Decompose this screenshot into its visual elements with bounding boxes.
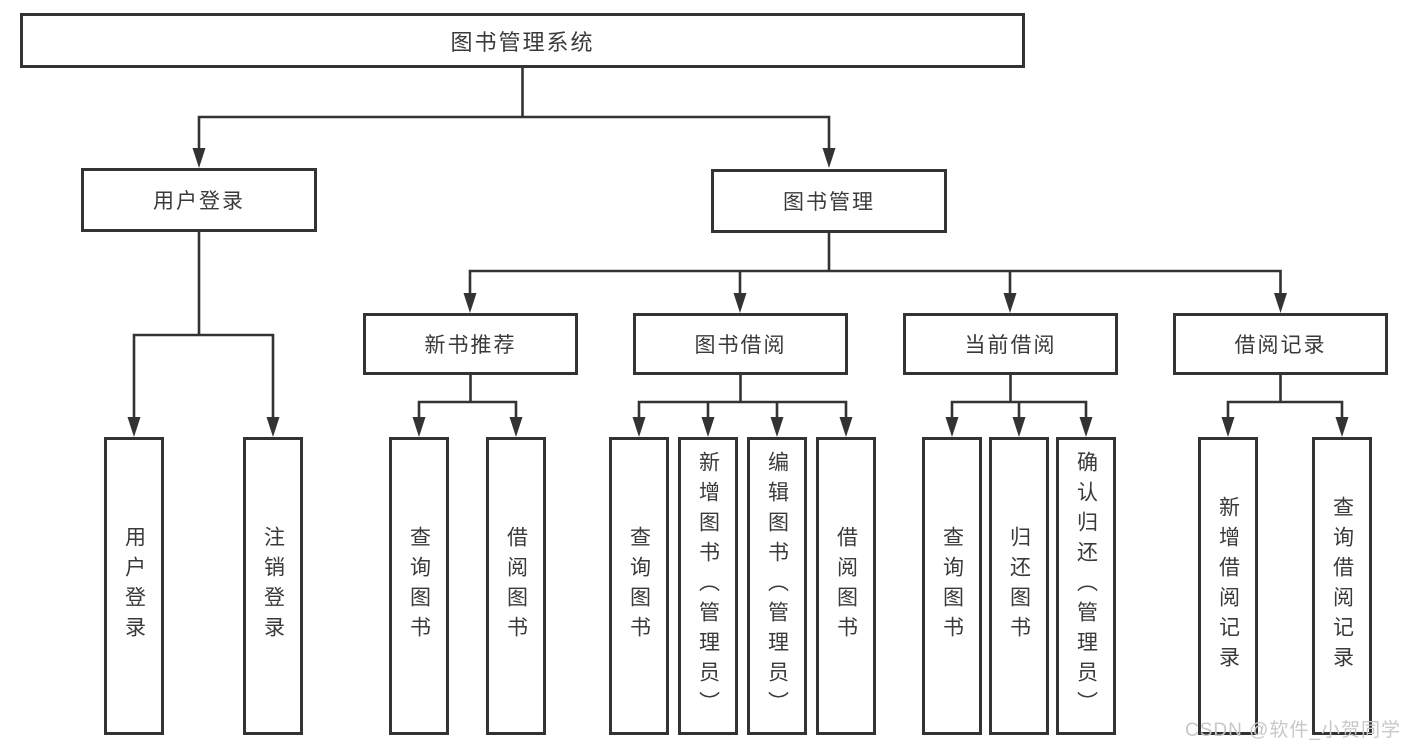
- leaf-borrow-books-2: 借阅图书: [816, 437, 876, 735]
- leaf-label: 查询图书: [627, 526, 651, 646]
- leaf-label: 用户登录: [122, 526, 146, 646]
- leaf-label: 查询借阅记录: [1330, 496, 1354, 676]
- node-current-borrow: 当前借阅: [903, 313, 1118, 375]
- node-label: 新书推荐: [424, 334, 517, 357]
- leaf-label: 借阅图书: [504, 526, 528, 646]
- leaf-label: 确认归还（管理员）: [1074, 451, 1098, 721]
- leaf-borrow-books-1: 借阅图书: [486, 437, 546, 735]
- leaf-confirm-return-admin: 确认归还（管理员）: [1056, 437, 1116, 735]
- node-book-borrow: 图书借阅: [633, 313, 848, 375]
- leaf-query-books-3: 查询图书: [922, 437, 982, 735]
- leaf-add-book-admin: 新增图书（管理员）: [678, 437, 738, 735]
- leaf-label: 归还图书: [1007, 526, 1031, 646]
- csdn-watermark: CSDN @软件_小贺同学: [1185, 720, 1401, 741]
- leaf-logout: 注销登录: [243, 437, 303, 735]
- node-label: 当前借阅: [964, 334, 1057, 357]
- leaf-label: 借阅图书: [834, 526, 858, 646]
- node-label: 借阅记录: [1234, 334, 1327, 357]
- leaf-user-login: 用户登录: [104, 437, 164, 735]
- leaf-label: 编辑图书（管理员）: [765, 451, 789, 721]
- node-label: 图书管理: [783, 191, 875, 214]
- leaf-label: 查询图书: [407, 526, 431, 646]
- leaf-label: 注销登录: [261, 526, 285, 646]
- node-root: 图书管理系统: [20, 13, 1025, 68]
- leaf-edit-book-admin: 编辑图书（管理员）: [747, 437, 807, 735]
- root-label: 图书管理系统: [450, 29, 595, 55]
- leaf-return-book: 归还图书: [989, 437, 1049, 735]
- leaf-query-books-1: 查询图书: [389, 437, 449, 735]
- leaf-label: 新增图书（管理员）: [696, 451, 720, 721]
- leaf-add-borrow-record: 新增借阅记录: [1198, 437, 1258, 735]
- leaf-query-borrow-record: 查询借阅记录: [1312, 437, 1372, 735]
- leaf-label: 查询图书: [940, 526, 964, 646]
- node-label: 图书借阅: [694, 334, 787, 357]
- node-book-management: 图书管理: [711, 169, 947, 233]
- node-user-login: 用户登录: [81, 168, 317, 232]
- leaf-label: 新增借阅记录: [1216, 496, 1240, 676]
- leaf-query-books-2: 查询图书: [609, 437, 669, 735]
- node-borrow-records: 借阅记录: [1173, 313, 1388, 375]
- node-new-book-recommend: 新书推荐: [363, 313, 578, 375]
- node-label: 用户登录: [153, 190, 245, 213]
